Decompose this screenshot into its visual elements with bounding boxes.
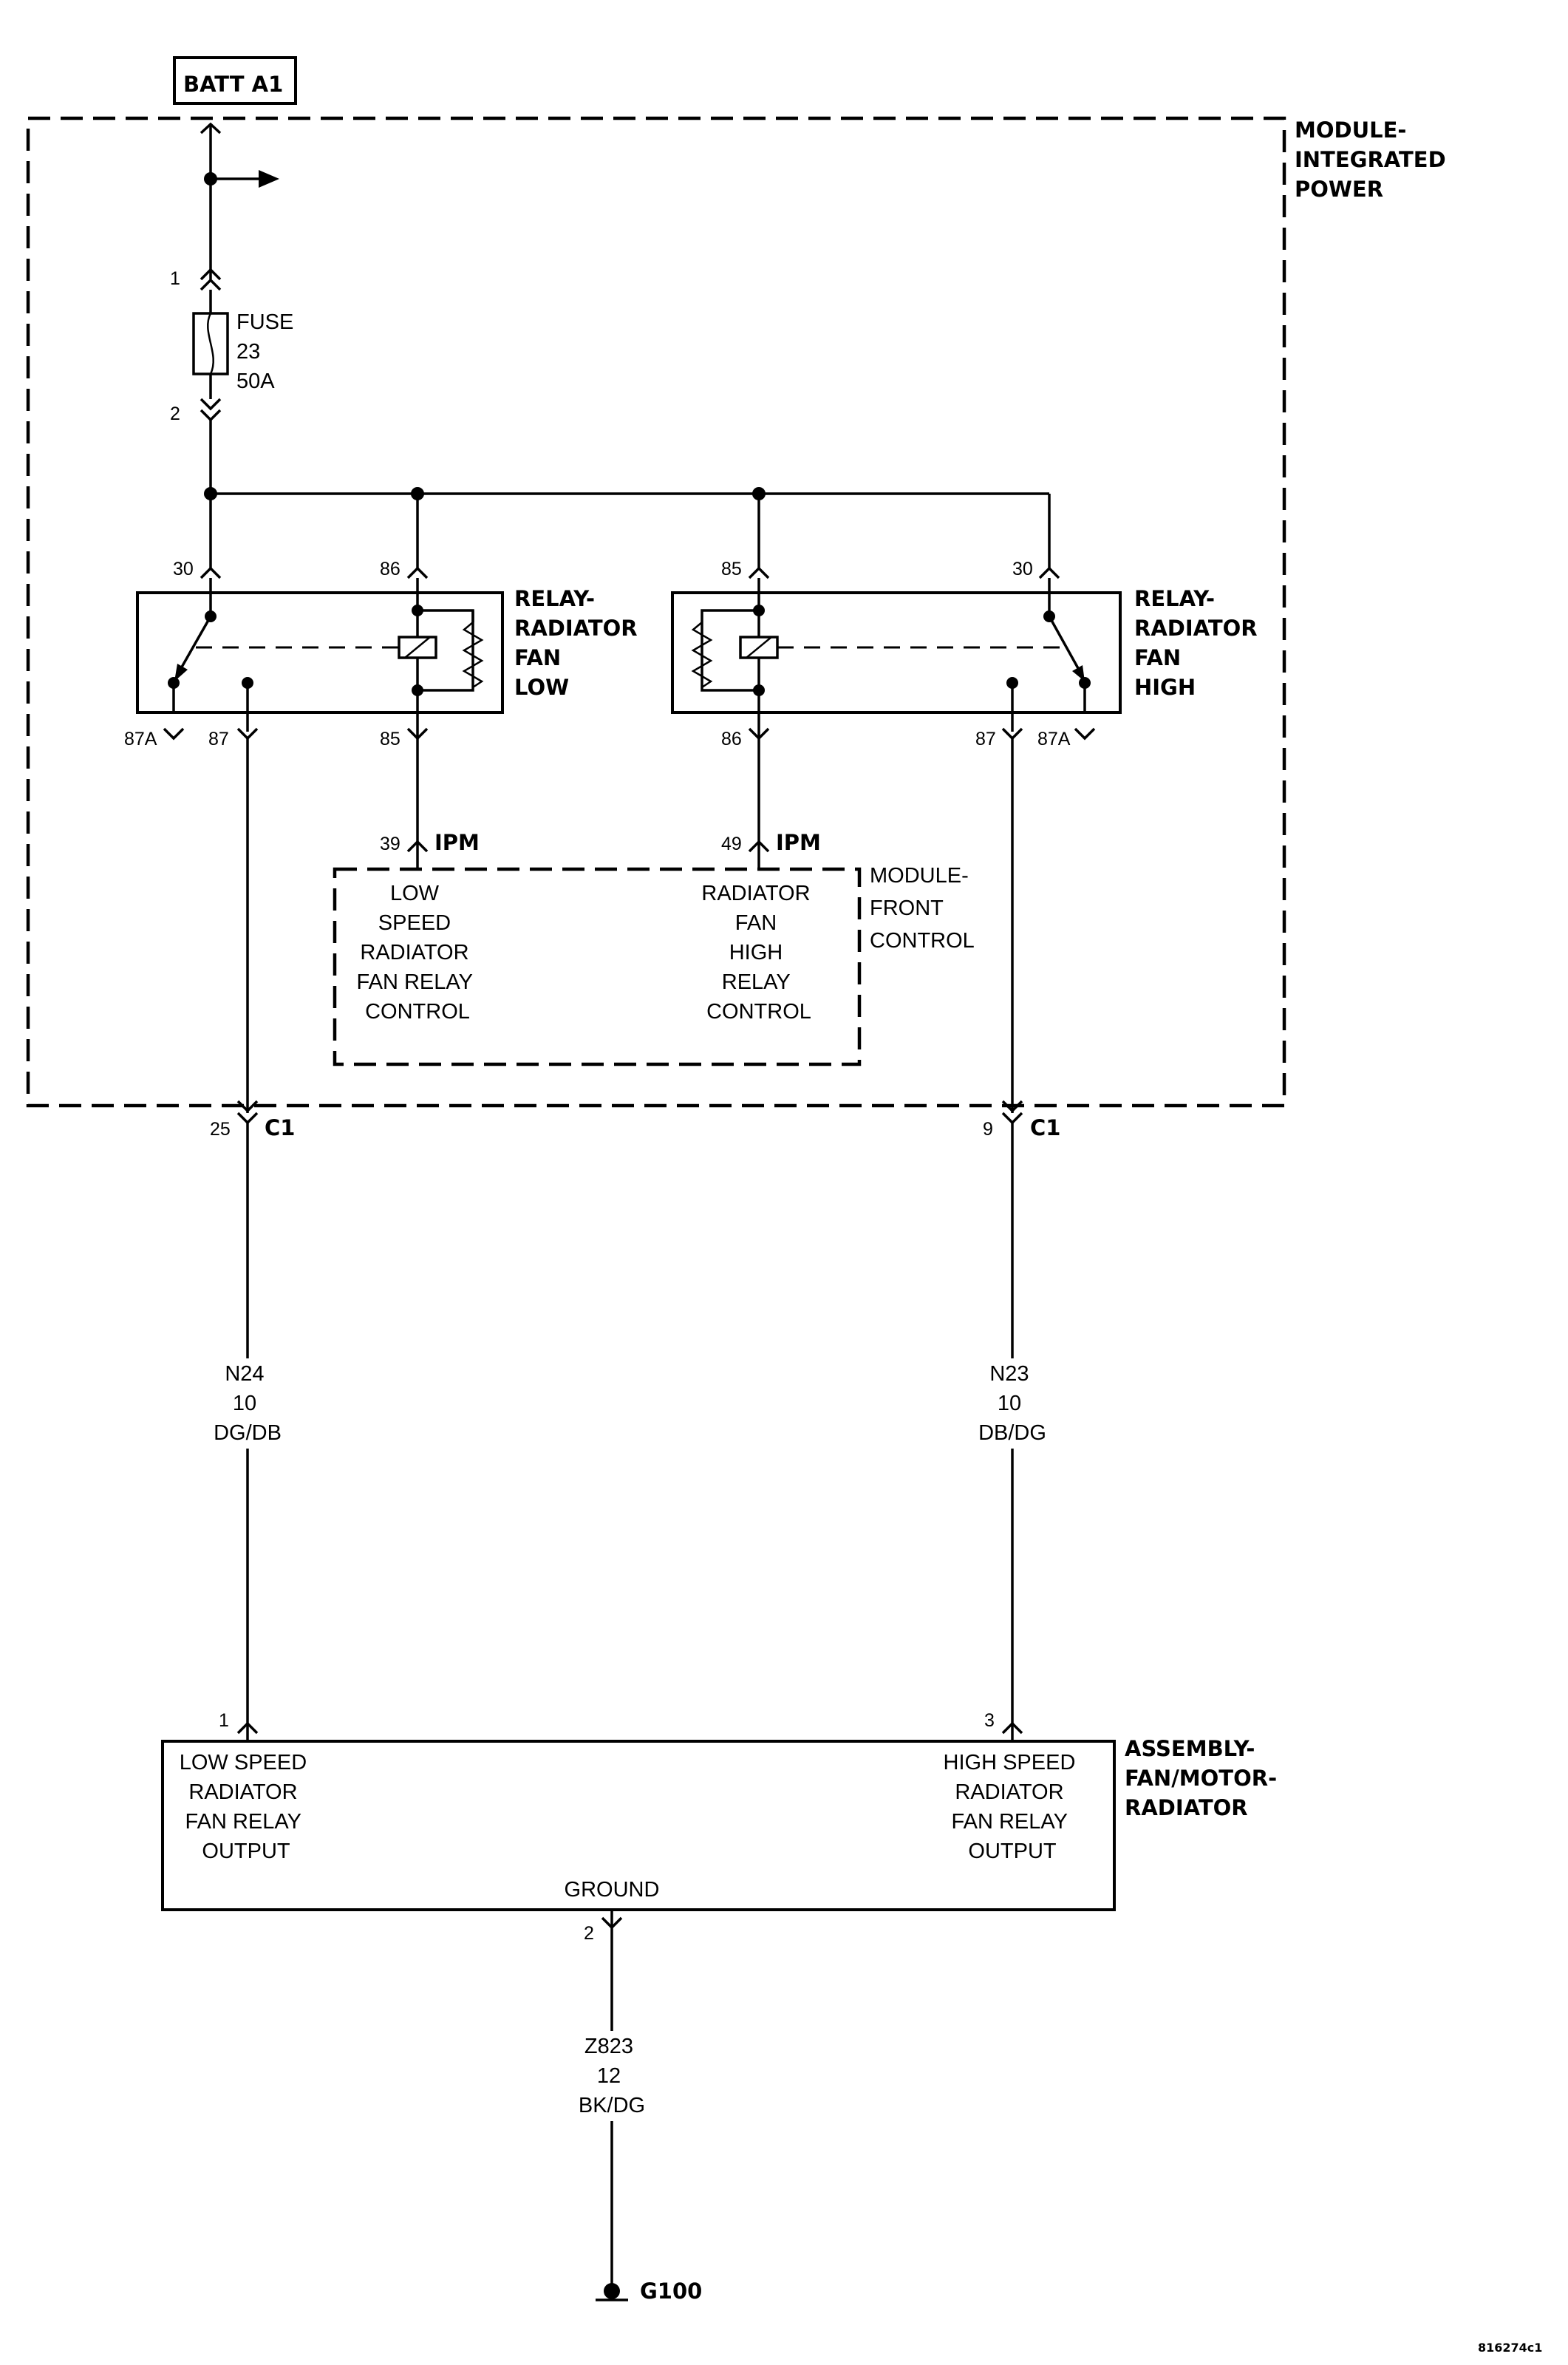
document-id: 816274c1: [1478, 2341, 1542, 2355]
relay-high-pin-30: 30: [1012, 559, 1033, 579]
fcm-control-wires: [406, 738, 770, 869]
relay-radiator-fan-low: [136, 591, 504, 732]
fan-assembly-connectors: [236, 1721, 1023, 1741]
svg-text:N23 10 DB/DG: N23 10 DB/DG: [978, 1362, 1046, 1445]
svg-text:N24 10 DG/DB: N24 10 DG/DB: [214, 1362, 282, 1445]
c1-pin-9: 9: [983, 1119, 993, 1140]
relay-high-pin-86: 86: [721, 729, 742, 749]
relay-high-pin-87a: 87A: [1037, 729, 1071, 749]
front-control-module-boundary: [333, 867, 862, 1066]
relay-high-pin-87: 87: [975, 729, 996, 749]
relay-low-pin-86: 86: [380, 559, 400, 579]
c1-conn-high: C1: [1030, 1115, 1060, 1140]
fcm-conn-ipm-high: IPM: [776, 830, 821, 855]
fan-pin-3: 3: [984, 1710, 995, 1731]
fan-high-input: HIGH SPEED RADIATOR FAN RELAY OUTPUT: [944, 1751, 1082, 1863]
c1-conn-low: C1: [265, 1115, 295, 1140]
relay-high-pin-85: 85: [721, 559, 742, 579]
batt-label-box: [173, 56, 297, 105]
ground-point-label: G100: [640, 2279, 702, 2304]
relay-bottom-connectors: [163, 712, 1096, 741]
wire-label-high: N23 10 DB/DG: [978, 1358, 1046, 1449]
fan-assembly-label: ASSEMBLY- FAN/MOTOR- RADIATOR: [1125, 1736, 1284, 1820]
fan-motor-assembly-box: [161, 1740, 1116, 1911]
relay-low-pin-30: 30: [173, 559, 194, 579]
fcm-low-function: LOW SPEED RADIATOR FAN RELAY CONTROL: [357, 882, 479, 1024]
c1-pin-25: 25: [210, 1119, 231, 1140]
fcm-high-function: RADIATOR FAN HIGH RELAY CONTROL: [701, 882, 816, 1024]
battery-feed-wire: [200, 122, 279, 291]
fan-ground-label: GROUND: [565, 1878, 660, 1902]
relay-low-pin-85: 85: [380, 729, 400, 749]
fused-bus: [204, 420, 1051, 569]
fan-low-input: LOW SPEED RADIATOR FAN RELAY OUTPUT: [180, 1751, 313, 1863]
svg-text:Z823 12 BK/DG: Z823 12 BK/DG: [579, 2035, 645, 2117]
fan-pin-1: 1: [219, 1710, 229, 1731]
relay-top-connectors: [200, 566, 1060, 593]
relay-low-pin-87: 87: [208, 729, 229, 749]
fuse-symbol: [192, 290, 229, 399]
relay-low-pin-87a: 87A: [124, 729, 157, 749]
batt-label: BATT A1: [183, 72, 283, 97]
fcm-pin-49: 49: [721, 834, 742, 854]
relay-radiator-fan-high: [671, 591, 1122, 732]
relay-low-label: RELAY- RADIATOR FAN LOW: [514, 586, 645, 700]
fuse-out-connector: [200, 398, 222, 422]
fuse-pin-in: 1: [170, 268, 180, 289]
fuse-label: FUSE 23 50A: [236, 310, 299, 393]
ipm-module-boundary: [26, 116, 1286, 1108]
ipm-module-label: MODULE- INTEGRATED POWER: [1295, 118, 1453, 202]
fcm-conn-ipm-low: IPM: [434, 830, 480, 855]
fuse-pin-out: 2: [170, 404, 180, 424]
fcm-module-label: MODULE- FRONT CONTROL: [870, 864, 975, 953]
fan-pin-2: 2: [584, 1923, 594, 1944]
relay-high-label: RELAY- RADIATOR FAN HIGH: [1134, 586, 1265, 700]
wire-label-ground: Z823 12 BK/DG: [578, 2031, 646, 2121]
fcm-pin-39: 39: [380, 834, 400, 854]
wire-label-low: N24 10 DG/DB: [214, 1358, 282, 1449]
